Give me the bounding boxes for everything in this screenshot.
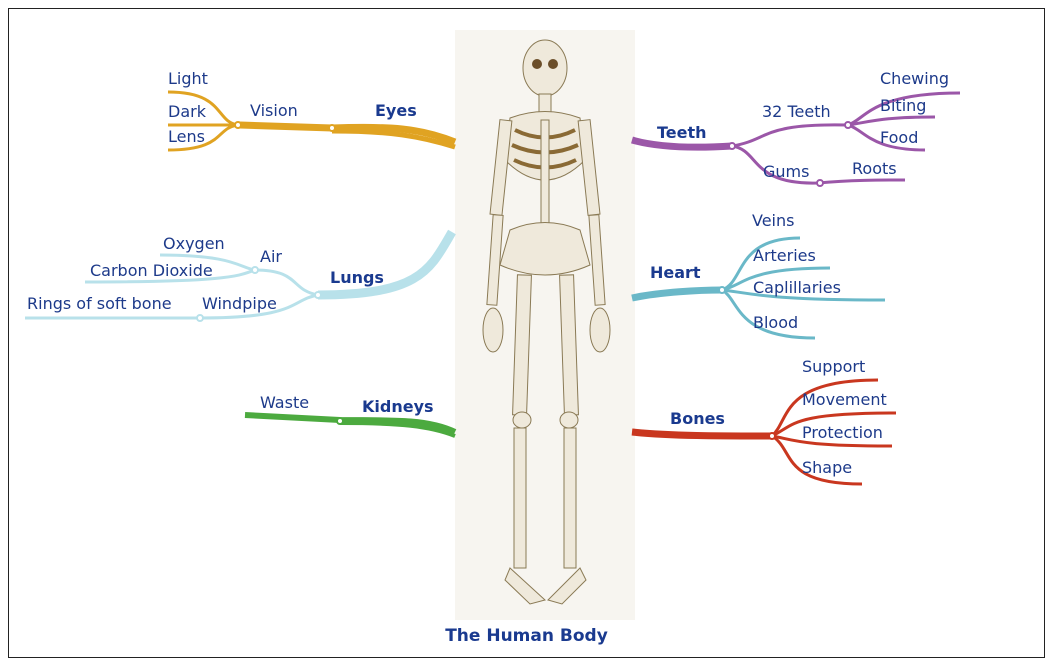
light-label: Light — [168, 70, 208, 88]
windpipe-label: Windpipe — [202, 295, 277, 313]
protection-label: Protection — [802, 424, 883, 442]
32-teeth-label: 32 Teeth — [762, 103, 831, 121]
lens-label: Lens — [168, 128, 205, 146]
bones-label: Bones — [670, 410, 725, 428]
oxygen-label: Oxygen — [163, 235, 225, 253]
gums-label: Gums — [763, 163, 809, 181]
biting-label: Biting — [880, 97, 926, 115]
eyes-label: Eyes — [375, 102, 417, 120]
food-label: Food — [880, 129, 918, 147]
movement-label: Movement — [802, 391, 887, 409]
kidneys-label: Kidneys — [362, 398, 434, 416]
teeth-label: Teeth — [657, 124, 707, 142]
heart-label: Heart — [650, 264, 701, 282]
shape-label: Shape — [802, 459, 852, 477]
dark-label: Dark — [168, 103, 206, 121]
veins-label: Veins — [752, 212, 794, 230]
waste-label: Waste — [260, 394, 309, 412]
kidneys-branches — [245, 415, 455, 436]
support-label: Support — [802, 358, 865, 376]
diagram-title: The Human Body — [0, 626, 1053, 646]
capillaries-label: Caplillaries — [753, 279, 841, 297]
rings-of-soft-bone-label: Rings of soft bone — [27, 295, 172, 313]
lungs-label: Lungs — [330, 269, 384, 287]
chewing-label: Chewing — [880, 70, 949, 88]
blood-label: Blood — [753, 314, 798, 332]
skeleton-image — [455, 30, 635, 620]
carbon-dioxide-label: Carbon Dioxide — [90, 262, 213, 280]
arteries-label: Arteries — [753, 247, 816, 265]
roots-label: Roots — [852, 160, 897, 178]
vision-label: Vision — [250, 102, 298, 120]
air-label: Air — [260, 248, 282, 266]
